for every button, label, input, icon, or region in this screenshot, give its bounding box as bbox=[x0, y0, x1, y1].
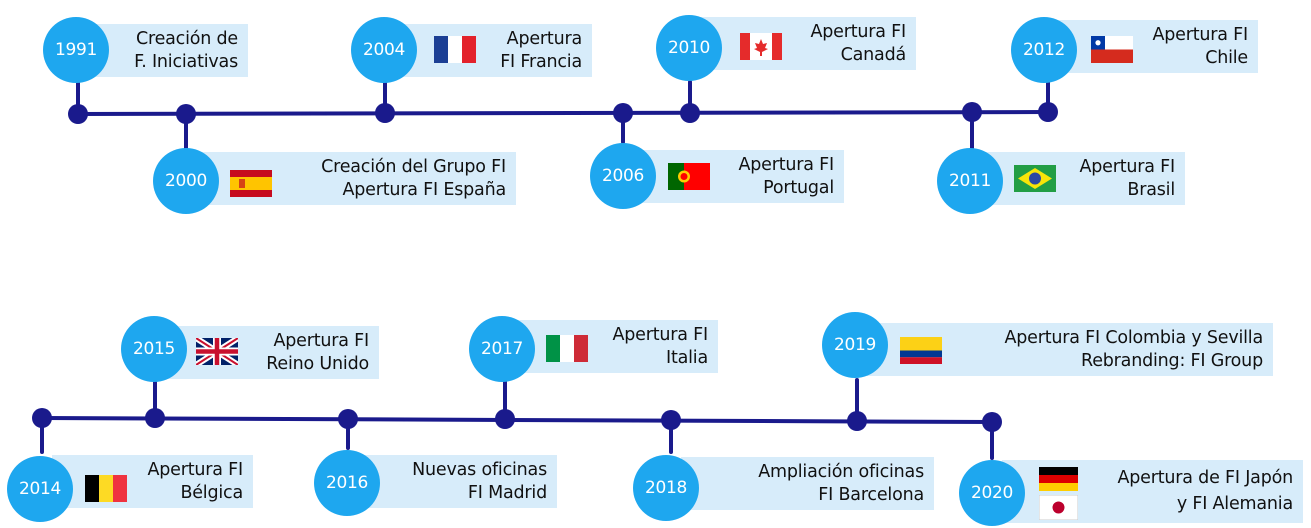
event-text: Apertura FI Portugal bbox=[738, 155, 834, 198]
timeline-node bbox=[613, 103, 633, 123]
timeline-node bbox=[145, 408, 165, 428]
event-text: Apertura FI Italia bbox=[612, 325, 708, 368]
timeline-node bbox=[982, 412, 1002, 432]
year-circle: 2011 bbox=[937, 148, 1003, 214]
event-card-2014: Apertura FI Bélgica bbox=[52, 455, 253, 508]
year-circle: 2004 bbox=[351, 17, 417, 83]
germany-flag-icon bbox=[1039, 467, 1078, 491]
event-text: Apertura FI Brasil bbox=[1079, 157, 1175, 200]
year-circle: 1991 bbox=[43, 17, 109, 83]
year-circle: 2017 bbox=[469, 316, 535, 382]
event-card-2004: Apertura FI Francia bbox=[395, 24, 592, 77]
colombia-flag-icon bbox=[900, 337, 942, 364]
event-text: Creación de F. Iniciativas bbox=[134, 29, 238, 72]
timeline-node bbox=[375, 103, 395, 123]
timeline-node bbox=[680, 103, 700, 123]
portugal-flag-icon bbox=[668, 163, 710, 190]
spain-flag-icon bbox=[230, 170, 272, 197]
event-text: Apertura FI Colombia y Sevilla Rebrandin… bbox=[1004, 328, 1263, 371]
year-circle: 2000 bbox=[153, 148, 219, 214]
event-text: Creación del Grupo FI Apertura FI España bbox=[321, 157, 506, 200]
event-text: Nuevas oficinas FI Madrid bbox=[412, 460, 547, 503]
event-card-2018: Ampliación oficinas FI Barcelona bbox=[681, 457, 934, 510]
timeline-node bbox=[962, 102, 982, 122]
event-text: Apertura FI Canadá bbox=[810, 22, 906, 65]
event-card-2010: Apertura FI Canadá bbox=[700, 17, 916, 70]
event-text: Apertura FI Francia bbox=[500, 29, 582, 72]
year-circle: 2016 bbox=[314, 450, 380, 516]
timeline-row-1-axis bbox=[76, 110, 1050, 116]
timeline-node bbox=[68, 104, 88, 124]
timeline-node bbox=[32, 408, 52, 428]
timeline-row-2-axis bbox=[40, 416, 994, 424]
event-card-2006: Apertura FI Portugal bbox=[626, 150, 844, 203]
france-flag-icon bbox=[434, 36, 476, 63]
canada-flag-icon bbox=[740, 33, 782, 60]
event-text: Apertura de FI Japón y FI Alemania bbox=[1117, 468, 1294, 514]
year-circle: 2014 bbox=[7, 456, 73, 522]
year-circle: 2010 bbox=[656, 15, 722, 81]
event-text: Ampliación oficinas FI Barcelona bbox=[758, 462, 924, 505]
year-circle: 2018 bbox=[633, 455, 699, 521]
timeline-node bbox=[176, 104, 196, 124]
timeline-node bbox=[847, 411, 867, 431]
event-card-2017: Apertura FI Italia bbox=[515, 320, 718, 373]
chile-flag-icon bbox=[1091, 36, 1133, 63]
event-card-2012: Apertura FI Chile bbox=[1056, 20, 1258, 73]
event-card-2011: Apertura FI Brasil bbox=[982, 152, 1185, 205]
event-card-2016: Nuevas oficinas FI Madrid bbox=[358, 455, 557, 508]
brazil-flag-icon bbox=[1014, 165, 1056, 192]
year-circle: 2019 bbox=[822, 312, 888, 378]
italy-flag-icon bbox=[546, 335, 588, 362]
japan-flag-icon bbox=[1039, 495, 1078, 520]
event-text: Apertura FI Reino Unido bbox=[266, 331, 369, 374]
uk-flag-icon bbox=[196, 338, 238, 365]
event-text: Apertura FI Chile bbox=[1152, 25, 1248, 68]
event-card-1991: Creación de F. Iniciativas bbox=[88, 24, 248, 77]
year-circle: 2006 bbox=[590, 143, 656, 209]
year-circle: 2020 bbox=[959, 460, 1025, 526]
timeline-node bbox=[338, 409, 358, 429]
year-circle: 2015 bbox=[121, 316, 187, 382]
timeline-node bbox=[1038, 102, 1058, 122]
belgium-flag-icon bbox=[85, 475, 127, 502]
timeline-node bbox=[495, 409, 515, 429]
event-text: Apertura FI Bélgica bbox=[147, 460, 243, 503]
year-circle: 2012 bbox=[1011, 17, 1077, 83]
timeline-node bbox=[661, 410, 681, 430]
